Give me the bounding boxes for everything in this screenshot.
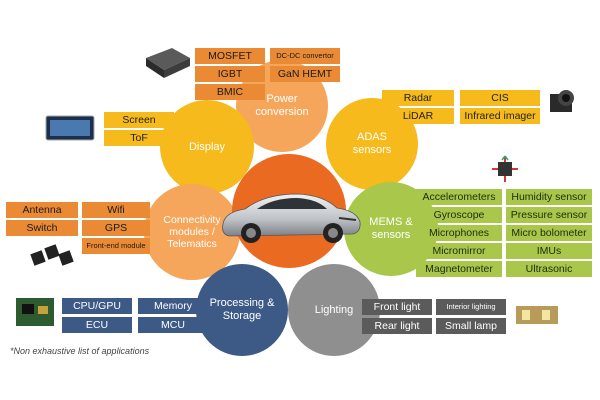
tag-cis: CIS (460, 90, 540, 106)
tag-infrared-imager: Infrared imager (460, 108, 540, 124)
tag-radar: Radar (382, 90, 454, 106)
display-title: Display (188, 140, 226, 153)
tag-gyroscope: Gyroscope (416, 207, 502, 223)
processing-storage-circle: Processing & Storage (196, 264, 288, 356)
tag-pressure-sensor: Pressure sensor (506, 207, 592, 223)
tag-interior-lighting: Interior lighting (436, 299, 506, 315)
tag-screen: Screen (104, 112, 174, 128)
connectivity-circle: Connectivity modules / Telematics (144, 184, 240, 280)
display-circle: Display (160, 100, 254, 194)
adas-sensors-title: ADAS sensors (352, 131, 392, 156)
tag-microphones: Microphones (416, 225, 502, 241)
tag-humidity-sensor: Humidity sensor (506, 189, 592, 205)
tag-magnetometer: Magnetometer (416, 261, 502, 277)
connectivity-title: Connectivity modules / Telematics (163, 213, 221, 251)
tag-mosfet: MOSFET (195, 48, 265, 64)
tag-ultrasonic: Ultrasonic (506, 261, 592, 277)
camera-module-image (550, 90, 574, 112)
tag-wifi: Wifi (82, 202, 150, 218)
connectivity-chips-image (30, 244, 74, 266)
tag-rear-light: Rear light (362, 318, 432, 334)
tag-front-light: Front light (362, 299, 432, 315)
tag-front-end-module: Front-end module (82, 238, 150, 254)
display-screen-image (45, 115, 95, 141)
mems-chip-image (492, 155, 518, 182)
tag-bmic: BMIC (195, 84, 265, 100)
tag-gps: GPS (82, 220, 150, 236)
tag-antenna: Antenna (6, 202, 78, 218)
tag-ecu: ECU (62, 317, 132, 333)
tag-dc-dc-convertor: DC-DC convertor (270, 48, 340, 64)
circuit-board-image (16, 298, 54, 326)
tag-gan-hemt: GaN HEMT (270, 66, 340, 82)
led-module-image (516, 306, 558, 324)
lighting-title: Lighting (314, 303, 354, 316)
lighting-circle: Lighting (288, 264, 380, 356)
tag-memory: Memory (138, 298, 208, 314)
tag-tof: ToF (104, 130, 174, 146)
power-conversion-title: Power conversion (255, 93, 309, 118)
tag-switch: Switch (6, 220, 78, 236)
tag-micromirror: Micromirror (416, 243, 502, 259)
tag-mcu: MCU (138, 317, 208, 333)
tag-lidar: LiDAR (382, 108, 454, 124)
tag-accelerometers: Accelerometers (416, 189, 502, 205)
mems-sensors-title: MEMS & sensors (369, 216, 413, 241)
footnote: *Non exhaustive list of applications (10, 346, 150, 356)
tag-igbt: IGBT (195, 66, 265, 82)
power-module-image (146, 48, 190, 78)
tag-imus: IMUs (506, 243, 592, 259)
tag-cpu-gpu: CPU/GPU (62, 298, 132, 314)
tag-small-lamp: Small lamp (436, 318, 506, 334)
car-image (222, 193, 361, 243)
tag-micro-bolometer: Micro bolometer (506, 225, 592, 241)
processing-storage-title: Processing & Storage (209, 297, 275, 322)
